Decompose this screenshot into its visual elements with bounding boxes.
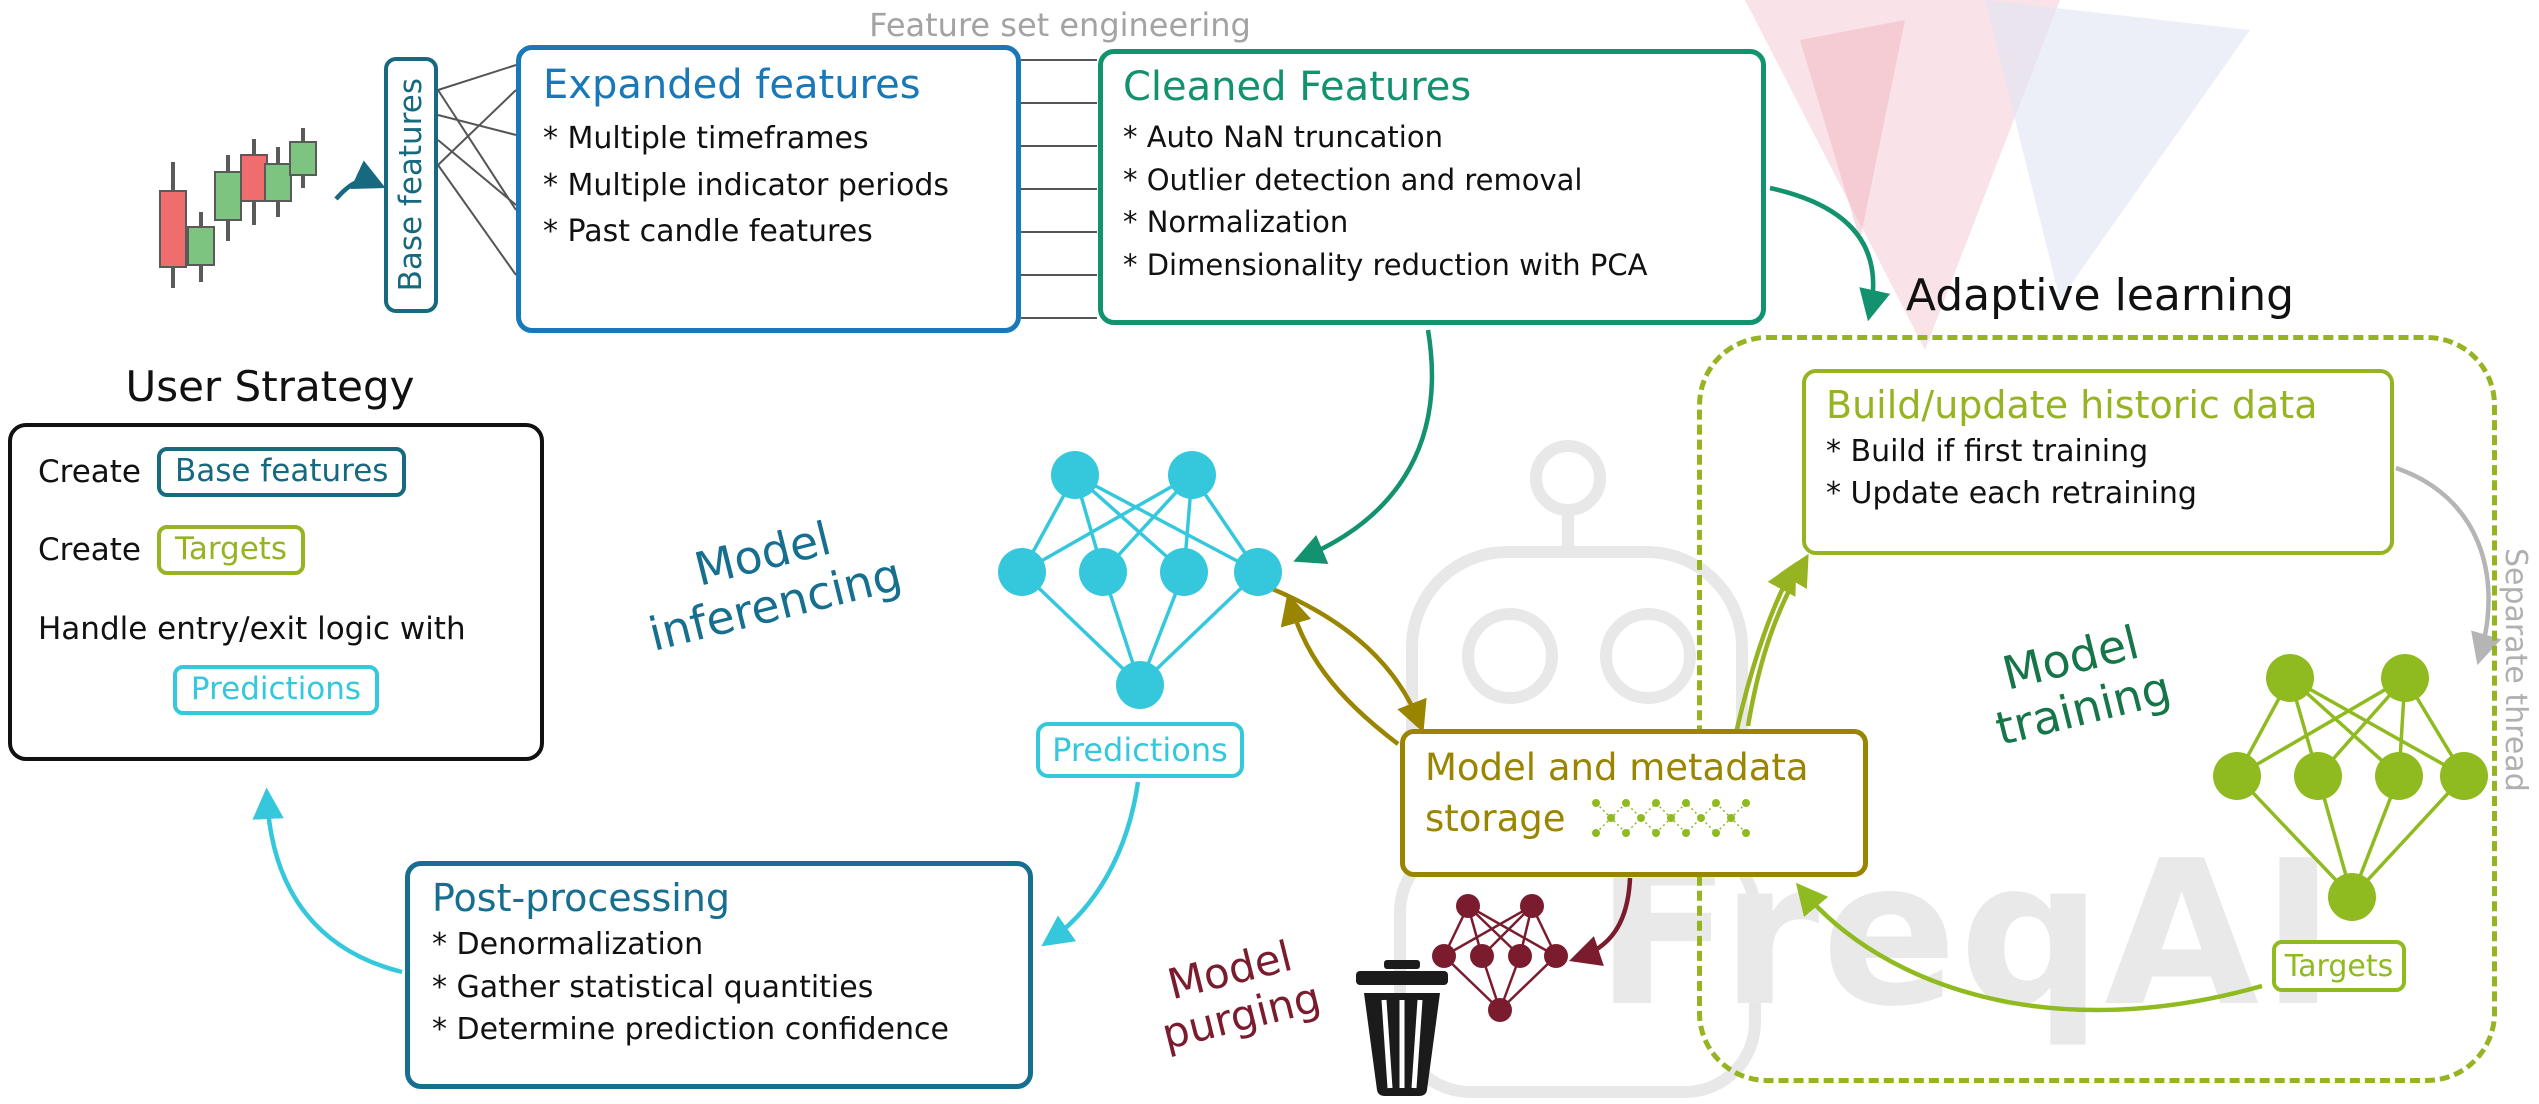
- post-item: * Gather statistical quantities: [432, 969, 874, 1005]
- arrow-candles-to-base: [334, 160, 386, 201]
- arrow-cleaned-to-inference-net: [1293, 329, 1435, 564]
- cleaned-item: * Outlier detection and removal: [1123, 162, 1583, 197]
- post-item: * Determine prediction confidence: [432, 1012, 949, 1048]
- cleaned-item: * Normalization: [1123, 205, 1349, 240]
- candlestick-chart-icon: [159, 128, 317, 288]
- post-processing-title: Post-processing: [432, 876, 731, 920]
- arrow-cleaned-to-adaptive: [1769, 185, 1891, 322]
- logo-ghost-shapes: [1745, 0, 2250, 350]
- post-item: * Denormalization: [432, 927, 704, 962]
- build-update-title: Build/update historic data: [1826, 383, 2318, 427]
- cleaned-features-title: Cleaned Features: [1123, 64, 1472, 110]
- inference-network-icon: [998, 451, 1282, 709]
- handle-logic-label: Handle entry/exit logic with: [38, 610, 466, 647]
- targets-box: Targets: [2272, 940, 2406, 992]
- strategy-row-base: Create Base features: [38, 447, 514, 497]
- build-item: * Build if first training: [1826, 434, 2149, 469]
- create-label: Create: [38, 453, 142, 490]
- arrow-separate-thread: [2395, 465, 2502, 666]
- cleaned-item: * Auto NaN truncation: [1123, 120, 1443, 154]
- base-to-expanded-connectors: [437, 64, 517, 276]
- expanded-item: * Multiple indicator periods: [543, 167, 950, 203]
- training-network-icon: [2213, 654, 2488, 921]
- arrow-storage-to-purge: [1569, 877, 1633, 966]
- mini-network-icon: [1591, 799, 1750, 837]
- post-processing-box: Post-processing * Denormalization * Gath…: [405, 861, 1033, 1089]
- strategy-row-predictions: Predictions: [38, 664, 514, 715]
- model-storage-box: Model and metadata storage: [1400, 729, 1868, 877]
- predictions-box: Predictions: [1036, 722, 1244, 778]
- targets-chip: Targets: [157, 524, 306, 575]
- expanded-item: * Past candle features: [543, 214, 873, 249]
- storage-label-line2: storage: [1425, 795, 1843, 841]
- expanded-features-title: Expanded features: [543, 62, 921, 108]
- flow-arrows: [252, 160, 2502, 1013]
- separate-thread-label: Separate thread: [2498, 548, 2533, 792]
- build-update-box: Build/update historic data * Build if fi…: [1802, 369, 2394, 555]
- expanded-features-box: Expanded features * Multiple timeframes …: [516, 45, 1021, 333]
- base-features-box: Base features: [384, 57, 438, 313]
- arrow-storage-to-net: [1280, 592, 1400, 746]
- strategy-row-targets: Create Targets: [38, 524, 514, 575]
- adaptive-learning-title: Adaptive learning: [1905, 270, 2295, 321]
- arrow-predictions-to-postprocessing: [1041, 781, 1141, 947]
- feature-set-engineering-caption: Feature set engineering: [869, 6, 1251, 44]
- build-item: * Update each retraining: [1826, 476, 2197, 511]
- base-features-label: Base features: [393, 78, 429, 292]
- purged-network-icon: [1432, 894, 1568, 1022]
- cleaned-item: * Dimensionality reduction with PCA: [1123, 247, 1648, 282]
- adaptive-learning-region: [1697, 335, 2497, 1083]
- user-strategy-title: User Strategy: [125, 362, 415, 411]
- create-label: Create: [38, 531, 142, 568]
- predictions-chip: Predictions: [172, 664, 380, 715]
- strategy-row-handle: Handle entry/exit logic with: [38, 611, 514, 647]
- trash-can-icon: [1356, 960, 1448, 1096]
- user-strategy-box: Create Base features Create Targets Hand…: [8, 423, 544, 761]
- storage-label-line1: Model and metadata: [1425, 746, 1809, 789]
- base-features-chip: Base features: [157, 447, 407, 497]
- cleaned-features-box: Cleaned Features * Auto NaN truncation *…: [1098, 49, 1766, 325]
- expanded-to-cleaned-connectors: [1021, 59, 1097, 319]
- arrow-targets-to-storage: [1795, 882, 2263, 1013]
- expanded-item: * Multiple timeframes: [543, 121, 869, 156]
- arrow-postprocessing-to-strategy: [252, 787, 403, 975]
